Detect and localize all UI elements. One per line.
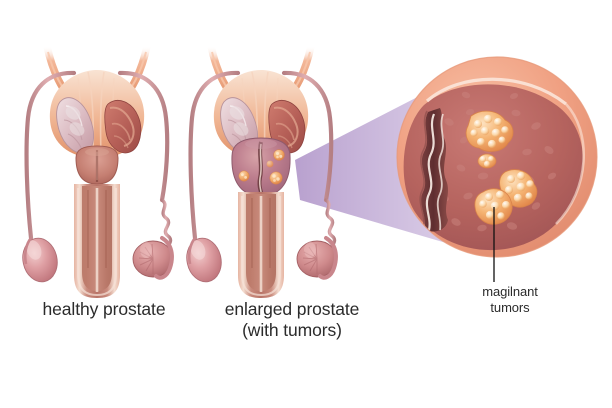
tumor-nodule-satellite <box>477 153 497 169</box>
tumor-cluster-lower <box>474 169 538 225</box>
testicle-right-healthy <box>132 236 174 280</box>
testicle-left-healthy <box>22 237 58 283</box>
prostate-enlarged-with-tumors <box>231 137 291 197</box>
caption-enlarged-prostate: enlarged prostate (with tumors) <box>224 299 360 341</box>
panel-enlarged-anatomy <box>186 42 338 298</box>
seminal-vesicle-left-healthy <box>56 97 94 154</box>
tumor-cluster-upper <box>465 110 514 152</box>
panel-healthy-anatomy <box>22 42 174 298</box>
caption-malignant-tumors: magilnant tumors <box>482 284 538 316</box>
prostate-healthy <box>75 145 119 185</box>
magnified-prostate-circle <box>396 56 598 258</box>
testicle-right-enlarged <box>296 236 338 280</box>
penis-shaft-healthy <box>74 184 120 298</box>
tumor-nodules-enlarged <box>238 149 285 185</box>
caption-healthy-prostate: healthy prostate <box>42 299 166 319</box>
seminal-vesicle-right-healthy <box>104 100 142 154</box>
penis-shaft-enlarged <box>238 192 284 298</box>
urethra-channel <box>419 108 448 232</box>
testicle-left-enlarged <box>186 237 222 283</box>
